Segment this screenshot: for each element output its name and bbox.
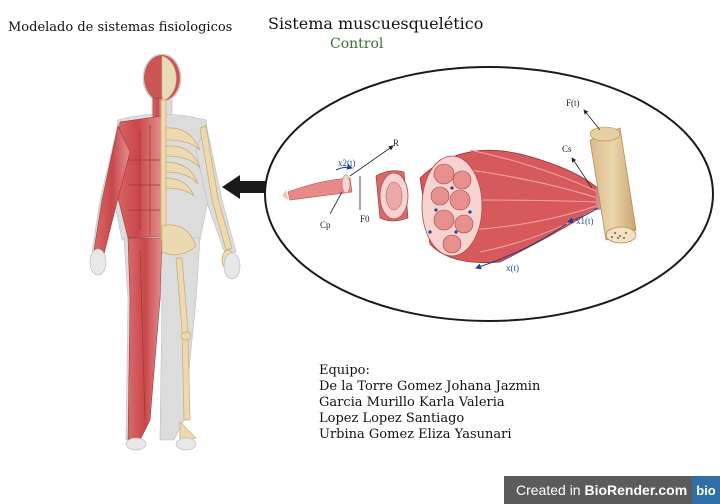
muscle-fiber-illustration xyxy=(282,149,619,263)
label-cs: Cs xyxy=(562,144,572,154)
r-pointer xyxy=(349,145,394,177)
watermark-text: Created in BioRender.com xyxy=(504,482,687,498)
x2-arrow xyxy=(335,163,353,171)
team-block: Equipo: De la Torre Gomez Johana Jazmin … xyxy=(319,363,540,443)
watermark-prefix: Created in xyxy=(516,482,585,498)
team-member: Lopez Lopez Santiago xyxy=(319,411,465,426)
cp-pointer xyxy=(329,191,343,215)
team-member: De la Torre Gomez Johana Jazmin xyxy=(319,379,541,394)
team-member: Garcia Murillo Karla Valeria xyxy=(319,395,505,410)
left-arrow-icon xyxy=(222,175,268,199)
label-f0: F0 xyxy=(360,214,370,224)
x-arrow xyxy=(475,223,567,270)
label-cp: Cp xyxy=(320,220,331,230)
team-member: Urbina Gomez Eliza Yasunari xyxy=(319,427,512,442)
biorender-logo-icon: bio xyxy=(692,476,720,504)
force-arrow xyxy=(583,109,601,131)
cs-pointer xyxy=(571,157,593,189)
header-left-text: Modelado de sistemas fisiologicos xyxy=(8,20,233,35)
label-x: x(t) xyxy=(506,263,519,273)
page-subtitle: Control xyxy=(330,36,384,52)
page-title: Sistema muscuesquelético xyxy=(268,14,484,33)
label-r: R xyxy=(393,138,399,148)
label-x2: x2(t) xyxy=(338,158,356,168)
diagram-annotations xyxy=(329,109,601,270)
x1-arrow xyxy=(567,207,599,224)
tendon-bone-illustration xyxy=(589,126,637,244)
label-x1: x1(t) xyxy=(576,216,594,226)
team-heading: Equipo: xyxy=(319,363,370,378)
human-anatomy-figure xyxy=(89,53,241,451)
biorender-watermark[interactable]: Created in BioRender.com bio xyxy=(504,476,720,504)
watermark-brand: BioRender.com xyxy=(584,482,688,498)
label-force: F(t) xyxy=(566,98,580,108)
